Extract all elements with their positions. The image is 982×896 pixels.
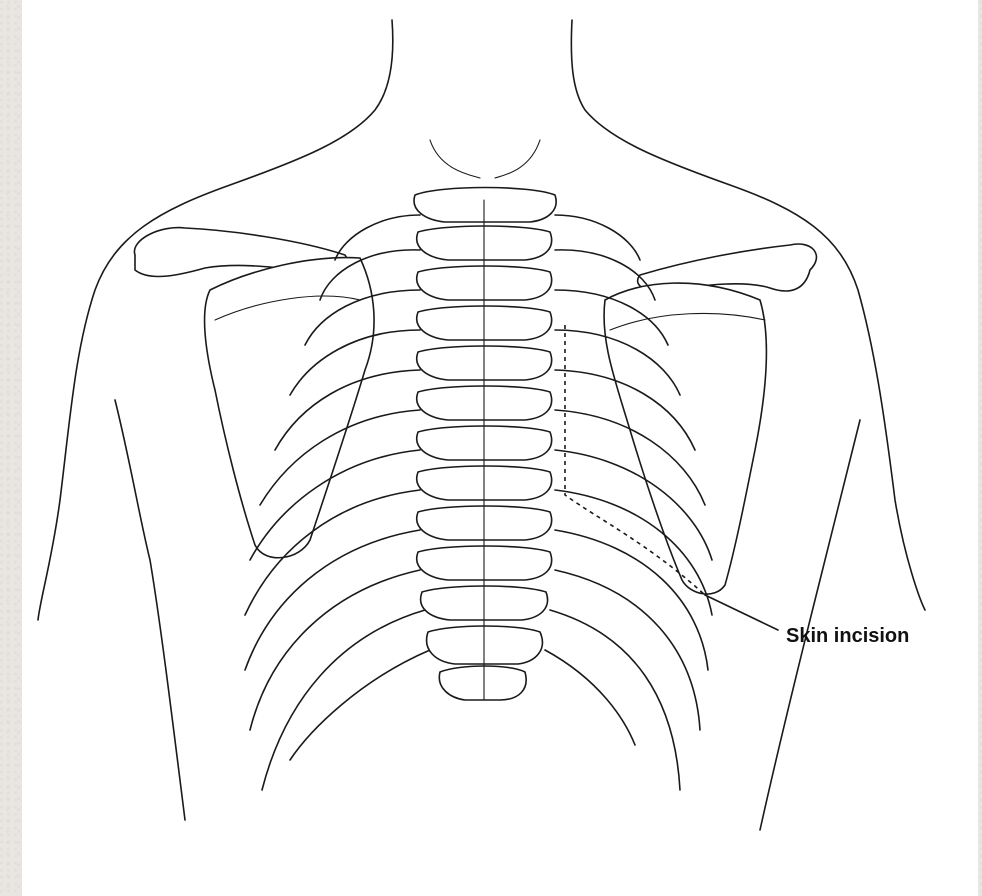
body-outline <box>38 20 925 830</box>
left-scapula <box>134 228 374 558</box>
leader-line <box>705 595 778 630</box>
spine <box>414 188 556 701</box>
skin-incision-label: Skin incision <box>786 625 909 648</box>
right-scapula <box>604 244 816 594</box>
